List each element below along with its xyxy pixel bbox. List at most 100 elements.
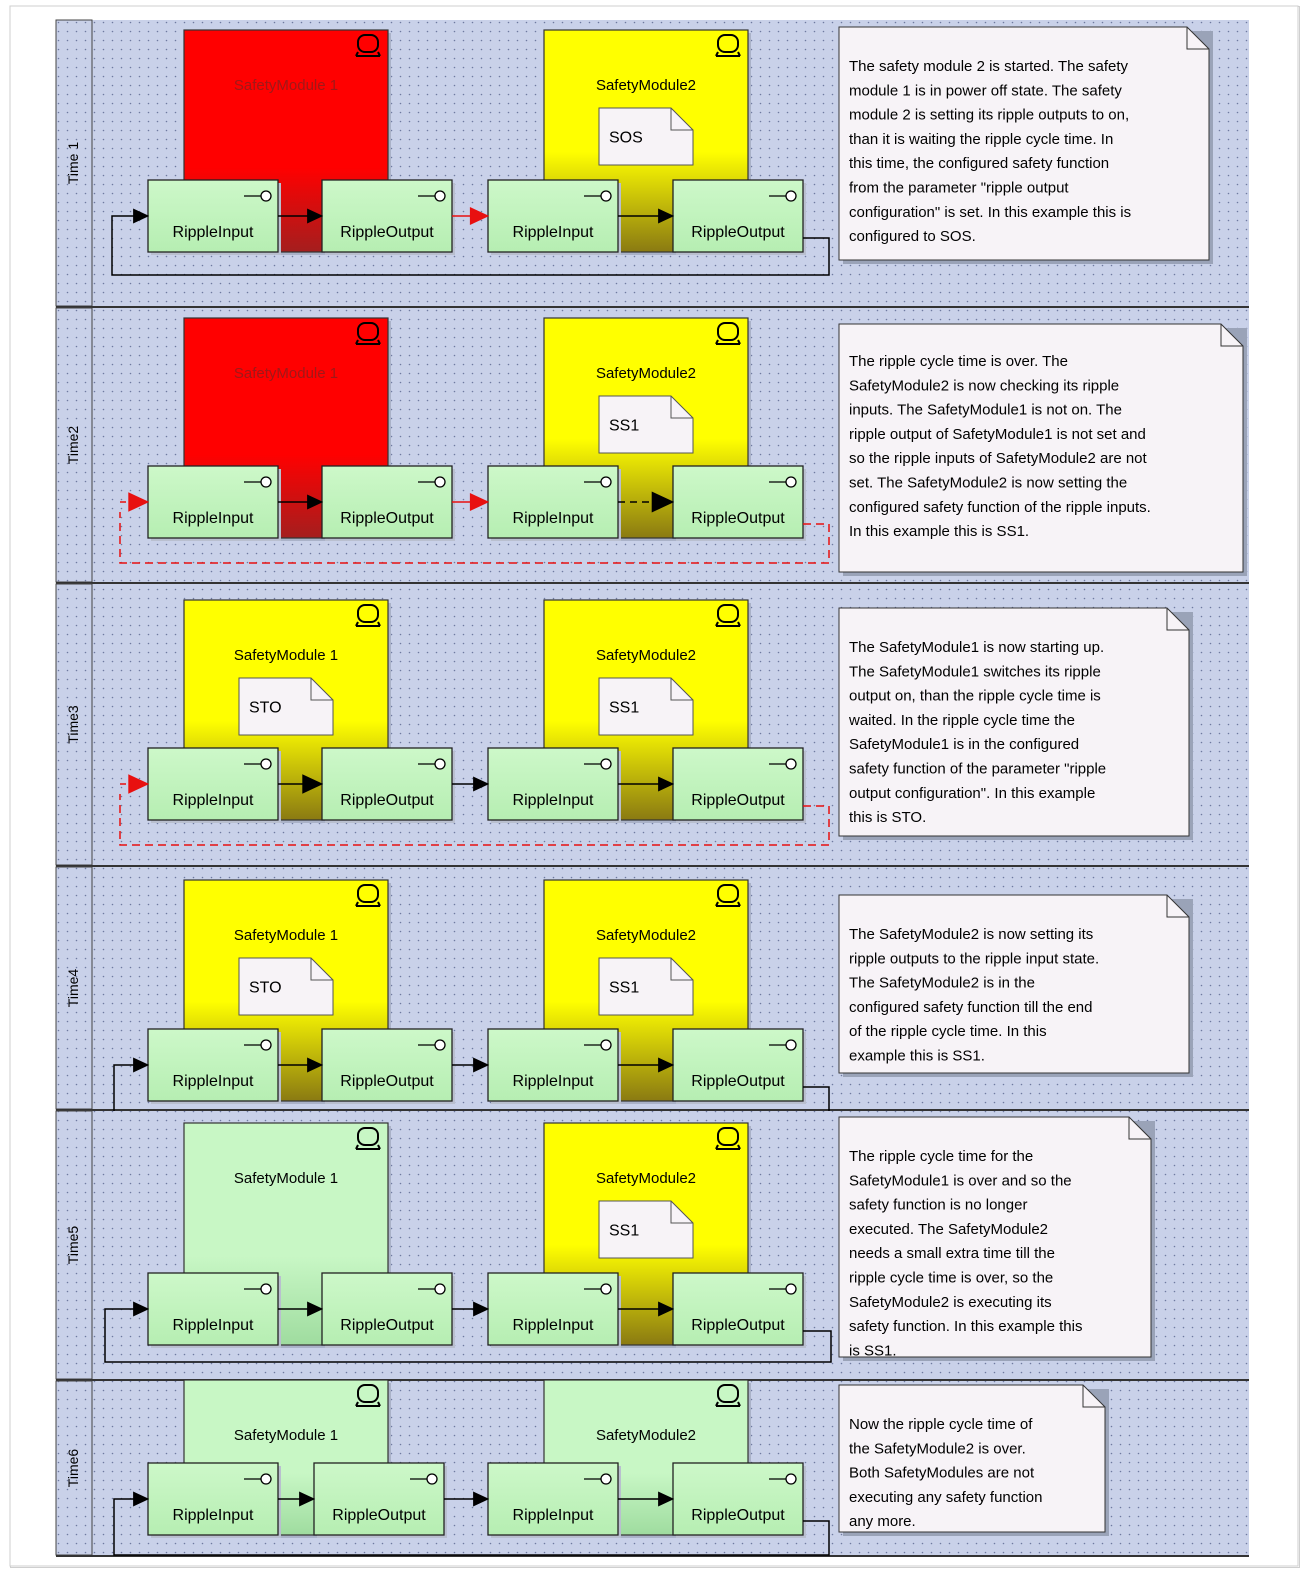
note-line: safety function. In this example this	[849, 1318, 1082, 1335]
port-box	[487, 1028, 619, 1102]
ripple-output-2: RippleOutput	[672, 1028, 806, 1104]
port-box	[672, 1462, 804, 1536]
ripple-output-1: RippleOutput	[321, 747, 455, 823]
node-icon	[715, 1127, 741, 1150]
port-label: RippleOutput	[691, 1507, 785, 1524]
note-line: The SafetyModule1 switches its ripple	[849, 663, 1101, 680]
note-line: module 1 is in power off state. The safe…	[849, 82, 1122, 99]
interface-icon	[426, 1473, 438, 1485]
note-body	[838, 894, 1190, 1074]
note-shape	[598, 1200, 694, 1259]
module-title: SafetyModule2	[596, 1427, 696, 1444]
ripple-output-2: RippleOutput	[672, 747, 806, 823]
port-box	[672, 1272, 804, 1346]
ripple-output-1: RippleOutput	[321, 1028, 455, 1104]
module-title: SafetyModule 1	[234, 365, 338, 382]
note-line: The ripple cycle time is over. The	[849, 353, 1068, 370]
interface-icon	[260, 1283, 272, 1295]
ripple-output-1: RippleOutput	[321, 465, 455, 541]
note-line: the SafetyModule2 is over.	[849, 1440, 1026, 1457]
node-icon	[715, 1384, 741, 1407]
module-title: SafetyModule2	[596, 77, 696, 94]
ripple-feedback-link	[111, 215, 830, 276]
ripple-feedback-link	[104, 1308, 832, 1363]
ripple-input-1: RippleInput	[147, 747, 281, 823]
node-icon	[715, 322, 741, 345]
port-box	[487, 179, 619, 253]
port-label: RippleInput	[513, 1507, 595, 1524]
module-title: SafetyModule 1	[234, 1170, 338, 1187]
arrow-head	[133, 1301, 150, 1317]
note-body	[838, 323, 1244, 573]
note-line: The SafetyModule2 is in the	[849, 975, 1035, 992]
description-note: The SafetyModule1 is now starting up. The…	[838, 607, 1193, 840]
port-label: RippleInput	[513, 1073, 595, 1090]
arrow-head	[307, 1301, 324, 1317]
note-line: The SafetyModule1 is now starting up.	[849, 639, 1104, 656]
port-label: RippleOutput	[340, 510, 434, 527]
note-line: The safety module 2 is started. The safe…	[849, 58, 1129, 75]
port-label: RippleInput	[513, 224, 595, 241]
arrow-head	[133, 1491, 150, 1507]
arrow-head	[307, 494, 324, 510]
note-shape	[598, 957, 694, 1016]
interface-icon	[260, 1039, 272, 1051]
module-title: SafetyModule2	[596, 1170, 696, 1187]
node-icon	[715, 34, 741, 57]
interface-icon	[600, 758, 612, 770]
arrow-head	[473, 776, 490, 792]
note-body	[838, 607, 1190, 837]
module-title: SafetyModule 1	[234, 927, 338, 944]
interface-icon	[434, 1039, 446, 1051]
time-label: Time 1	[65, 142, 81, 184]
time-label: Time3	[65, 705, 81, 744]
port-label: RippleOutput	[691, 792, 785, 809]
interface-icon	[600, 1283, 612, 1295]
ripple-input-2: RippleInput	[487, 747, 621, 823]
module-title: SafetyModule 1	[234, 1427, 338, 1444]
port-label: RippleInput	[513, 792, 595, 809]
note-fold	[670, 678, 693, 701]
lane-header	[55, 307, 93, 583]
port-box	[487, 747, 619, 821]
ripple-input-2: RippleInput	[487, 1272, 621, 1348]
module-title: SafetyModule2	[596, 927, 696, 944]
note-line: module 2 is setting its ripple outputs t…	[849, 107, 1129, 124]
arrow-head	[128, 492, 150, 512]
note-line: The SafetyModule2 is now setting its	[849, 926, 1093, 943]
port-label: RippleInput	[173, 1073, 255, 1090]
port-box	[672, 1028, 804, 1102]
port-label: RippleOutput	[691, 510, 785, 527]
ripple-output-2: RippleOutput	[672, 1462, 806, 1538]
node-icon	[355, 1384, 381, 1407]
note-line: than it is waiting the ripple cycle time…	[849, 131, 1113, 148]
note-line: waited. In the ripple cycle time the	[848, 712, 1075, 729]
interface-icon	[600, 1039, 612, 1051]
interface-icon	[785, 1283, 797, 1295]
port-label: RippleInput	[173, 792, 255, 809]
interface-icon	[600, 1473, 612, 1485]
safety-function-note: STO	[238, 957, 334, 1016]
ripple-output-1: RippleOutput	[313, 1462, 447, 1538]
port-label: RippleInput	[173, 1317, 255, 1334]
note-line: In this example this is SS1.	[849, 523, 1029, 540]
interface-icon	[434, 190, 446, 202]
ripple-output-2: RippleOutput	[672, 179, 806, 255]
lane-header	[55, 583, 93, 866]
ripple-input-2: RippleInput	[487, 1028, 621, 1104]
arrow-head	[469, 206, 490, 226]
safety-function-label: SOS	[609, 130, 643, 147]
time-label: Time4	[65, 969, 81, 1008]
safety-function-label: SS1	[609, 980, 639, 997]
module-title: SafetyModule 1	[234, 77, 338, 94]
port-box	[321, 1272, 453, 1346]
port-box	[147, 1028, 279, 1102]
note-fold	[670, 1201, 693, 1224]
safety-function-label: SS1	[609, 700, 639, 717]
port-label: RippleOutput	[691, 1317, 785, 1334]
note-line: ripple cycle time is over, so the	[849, 1270, 1053, 1287]
